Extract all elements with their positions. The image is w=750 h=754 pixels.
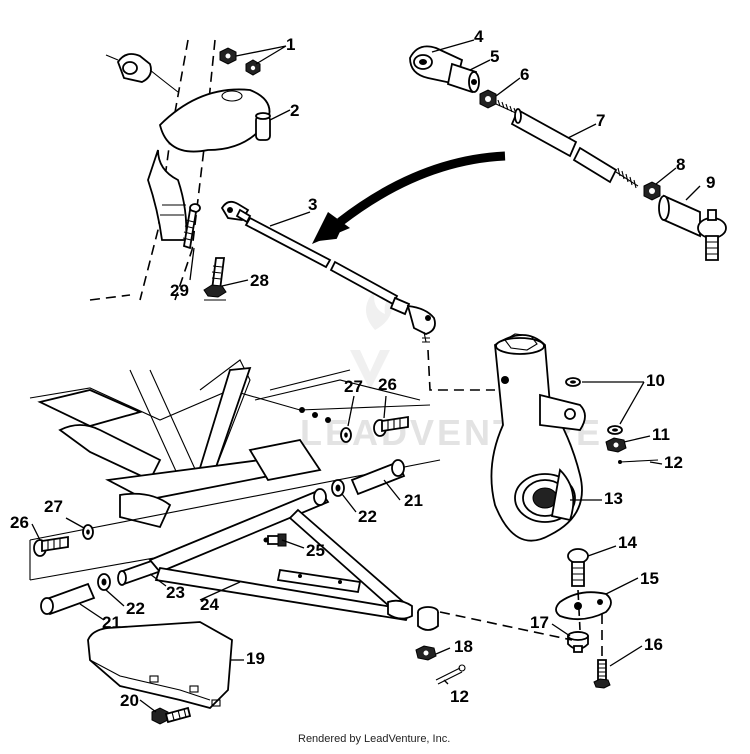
callout-28: 28 [250, 271, 269, 290]
callout-17: 17 [530, 613, 549, 632]
ball-joint-17 [567, 631, 589, 653]
skid-plate-19 [87, 621, 233, 710]
callout-5: 5 [490, 47, 499, 66]
grease-fitting-25 [263, 533, 287, 547]
tie-rod-assembly [220, 200, 436, 343]
stud-part [255, 112, 271, 141]
callout-22-lower: 22 [126, 599, 145, 618]
bolt-16 [593, 659, 611, 689]
callout-9: 9 [706, 173, 715, 192]
washer-10-lower [607, 425, 623, 435]
washer-27-lower [82, 524, 94, 540]
steering-post-group [89, 39, 271, 301]
callout-14: 14 [618, 533, 637, 552]
bolt-29 [182, 203, 201, 250]
callout-numbers: 1 2 3 4 5 6 7 8 9 10 11 12 12 13 14 15 1… [10, 27, 715, 710]
bolt-14 [567, 548, 589, 587]
washer-22-upper [331, 479, 345, 497]
callout-11: 11 [652, 425, 670, 444]
callout-10: 10 [646, 371, 665, 390]
callout-21-upper: 21 [404, 491, 423, 510]
vehicle-frame [29, 359, 441, 581]
ball-joint-9 [658, 194, 727, 261]
callout-26-lower: 26 [10, 513, 29, 532]
cotter-pin-12-lower [435, 664, 466, 685]
tie-rod-exploded [409, 45, 727, 261]
callout-8: 8 [676, 155, 685, 174]
bolt-26-upper [373, 415, 409, 437]
plate-15 [555, 591, 612, 621]
callout-19: 19 [246, 649, 265, 668]
callout-29: 29 [170, 281, 189, 300]
callout-7: 7 [596, 111, 605, 130]
a-arm-24 [148, 488, 413, 622]
washer-10-upper [565, 377, 581, 387]
threaded-end [615, 167, 639, 189]
bolt-20 [151, 706, 192, 725]
callout-13: 13 [604, 489, 623, 508]
spindle-knuckle [427, 333, 586, 542]
bushing-21-upper [350, 459, 406, 496]
steering-arm-plate [147, 88, 271, 241]
bolt-28 [203, 257, 227, 301]
nut-8 [643, 181, 661, 201]
arm-ball-joint-boss [417, 606, 439, 631]
callout-26-upper: 26 [378, 375, 397, 394]
leader-lines [31, 39, 701, 713]
callout-18: 18 [454, 637, 473, 656]
callout-22-upper: 22 [358, 507, 377, 526]
callout-6: 6 [520, 65, 529, 84]
cotter-pin-12-upper [618, 459, 659, 464]
callout-25: 25 [306, 541, 325, 560]
watermark-logo [350, 290, 393, 390]
callout-27-upper: 27 [344, 377, 363, 396]
jam-sleeve-5 [446, 62, 480, 94]
assembly-direction-arrow [312, 151, 506, 244]
callout-3: 3 [308, 195, 317, 214]
callout-12-upper: 12 [664, 453, 683, 472]
washer-27-upper [340, 427, 352, 443]
bolt-26-lower [33, 535, 69, 557]
nut-6 [479, 89, 497, 109]
castle-nut-11 [605, 437, 627, 453]
castle-nut-18 [415, 645, 437, 661]
upper-tie-rod-end [105, 53, 179, 93]
washer-22-lower [97, 573, 111, 591]
callout-1: 1 [286, 35, 295, 54]
callout-15: 15 [640, 569, 659, 588]
tie-rod-7 [510, 108, 618, 184]
callout-23: 23 [166, 583, 185, 602]
threaded-stud [495, 99, 519, 115]
callout-2: 2 [290, 101, 299, 120]
callout-21-lower: 21 [102, 613, 121, 632]
callout-24: 24 [200, 595, 219, 614]
bushing-21-lower [40, 582, 96, 616]
callout-16: 16 [644, 635, 663, 654]
footer-credit: Rendered by LeadVenture, Inc. [298, 733, 450, 745]
callout-4: 4 [474, 27, 484, 46]
callout-12-lower: 12 [450, 687, 469, 706]
callout-20: 20 [120, 691, 139, 710]
nut-pair [219, 47, 261, 76]
callout-27-lower: 27 [44, 497, 63, 516]
